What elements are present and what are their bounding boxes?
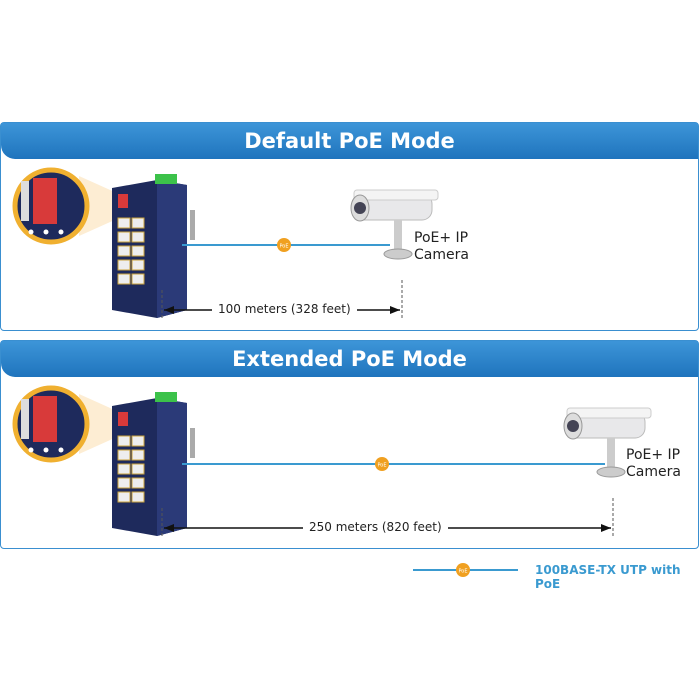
panel-title: Default PoE Mode (1, 123, 698, 159)
distance-label: 100 meters (328 feet) (212, 302, 357, 316)
panel-title: Extended PoE Mode (1, 341, 698, 377)
camera-label: PoE+ IP Camera (414, 230, 469, 264)
distance-label: 250 meters (820 feet) (303, 520, 448, 534)
camera-label-line: PoE+ IP (626, 447, 681, 463)
camera-label-line: Camera (626, 464, 681, 480)
poe-badge-icon (375, 457, 389, 471)
poe-badge-icon (277, 238, 291, 252)
legend-label: 100BASE-TX UTP with PoE (535, 563, 681, 591)
legend-poe-badge-icon (456, 563, 470, 577)
camera-label-line: Camera (414, 247, 469, 263)
camera-label-line: PoE+ IP (414, 230, 469, 246)
camera-label: PoE+ IP Camera (626, 447, 681, 481)
